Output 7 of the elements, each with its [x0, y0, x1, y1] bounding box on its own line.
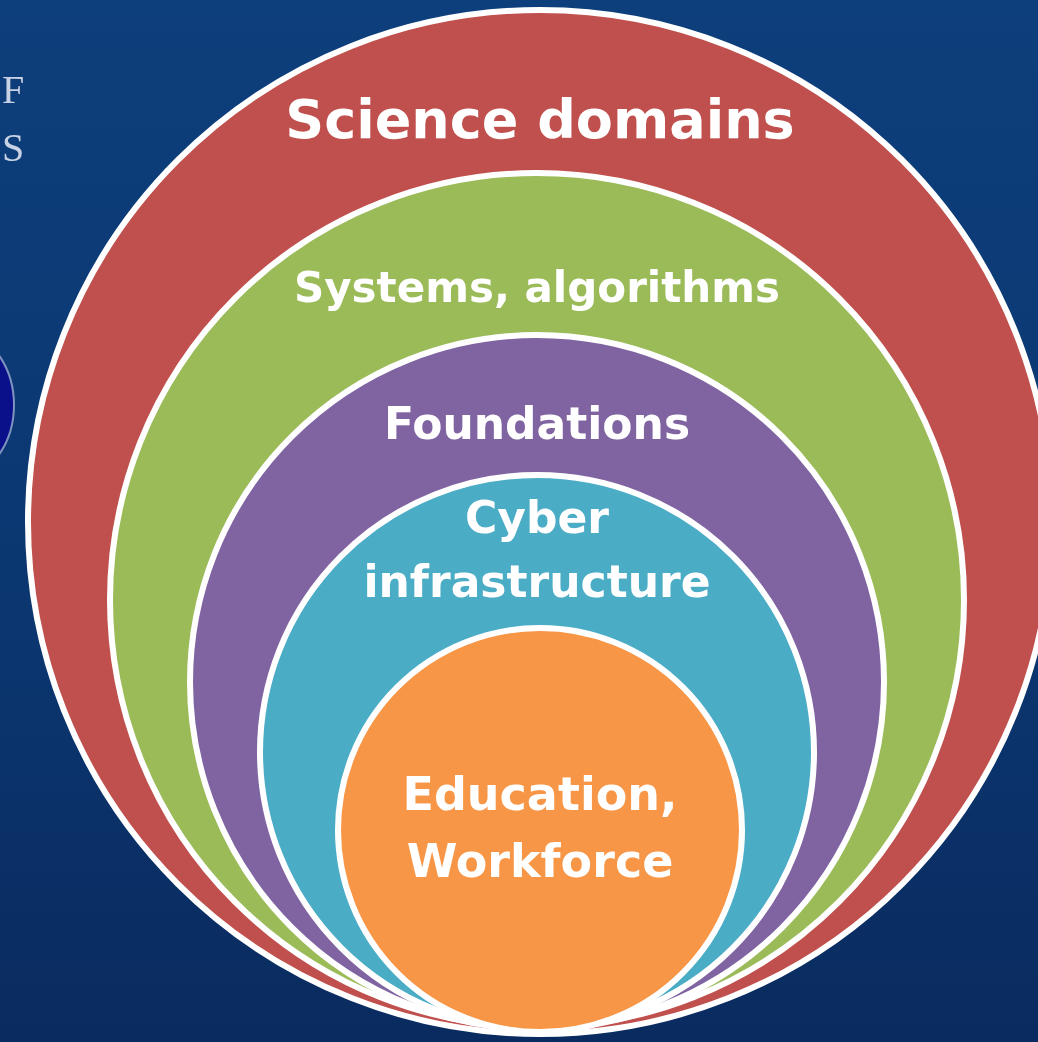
- ring-label: Cyber infrastructure: [362, 491, 712, 609]
- ring-label: Education, Workforce: [401, 766, 679, 890]
- slide-text-fragment: F: [2, 70, 25, 110]
- ring-label: Foundations: [382, 397, 692, 451]
- ring-label: Systems, algorithms: [292, 262, 781, 314]
- ring-label: Science domains: [284, 87, 796, 153]
- slide-text-fragment: S: [2, 128, 25, 168]
